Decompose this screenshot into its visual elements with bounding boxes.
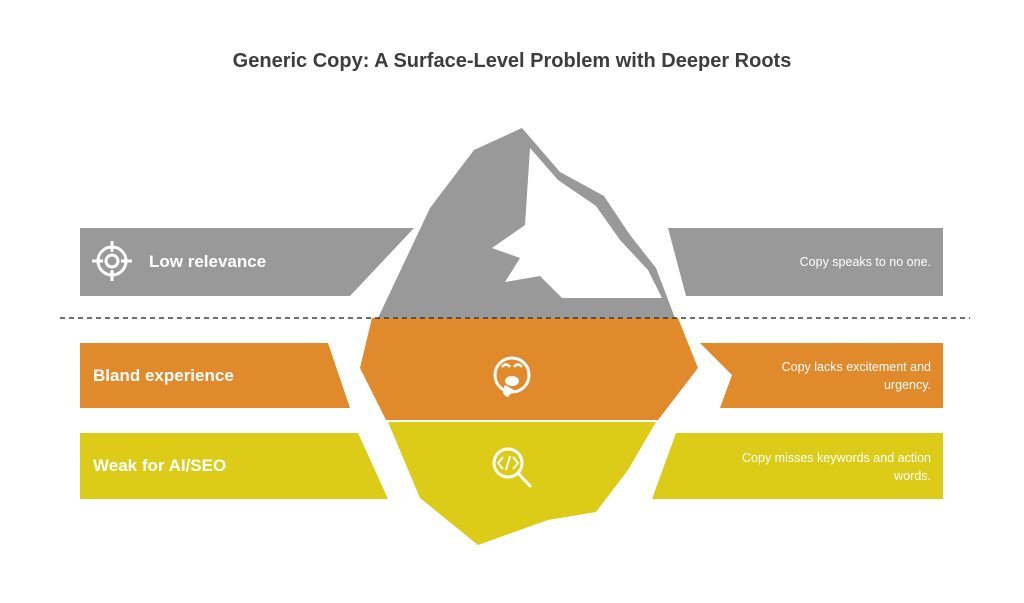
band-right-low-relevance	[668, 228, 943, 296]
diagram-title: Generic Copy: A Surface-Level Problem wi…	[232, 50, 792, 72]
code-search-icon	[492, 447, 532, 488]
layer-desc-low-relevance: Copy speaks to no one.	[799, 255, 931, 269]
target-crosshair-icon	[92, 241, 132, 281]
iceberg-snow	[492, 148, 662, 298]
layer-label-weak-seo: Weak for AI/SEO	[93, 456, 227, 475]
bored-face-icon	[493, 356, 531, 397]
band-right-weak-seo	[652, 433, 943, 499]
layer-label-low-relevance: Low relevance	[149, 252, 267, 271]
layer-desc-weak-seo: Copy misses keywords and action words.	[742, 451, 931, 483]
layer-desc-bland-experience: Copy lacks excitement and urgency.	[781, 360, 931, 392]
band-left-bland-experience	[80, 343, 350, 408]
band-right-bland-experience	[700, 343, 943, 408]
band-left-low-relevance	[80, 228, 414, 296]
iceberg-bottom	[388, 422, 656, 545]
layer-label-bland-experience: Bland experience	[93, 366, 234, 385]
band-left-weak-seo	[80, 433, 388, 499]
